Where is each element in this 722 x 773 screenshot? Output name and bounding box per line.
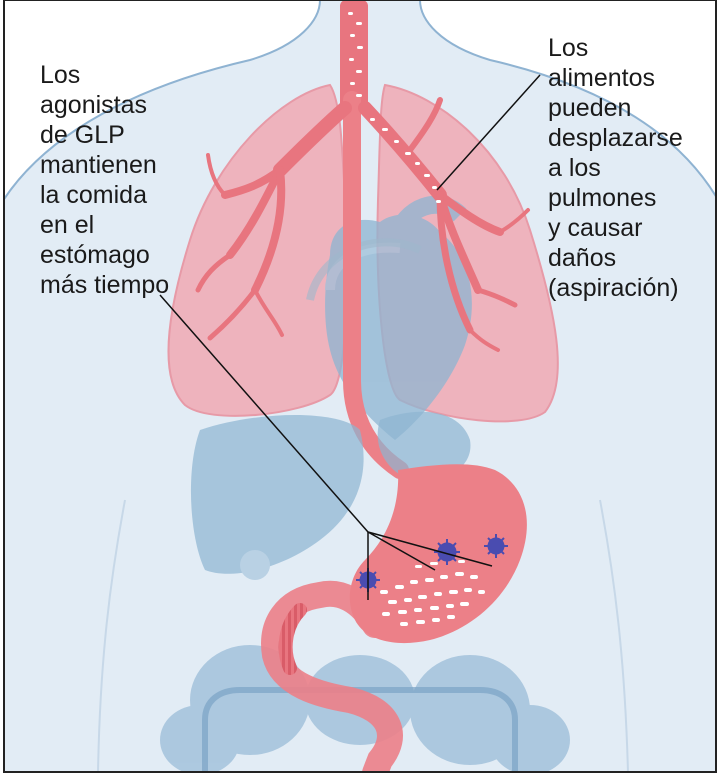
gallbladder bbox=[240, 550, 270, 580]
annotation-aspiration: Los alimentos pueden desplazarse a los p… bbox=[548, 33, 683, 303]
annotation-right-line-9: (aspiración) bbox=[548, 273, 683, 303]
annotation-left-line-4: mantienen bbox=[40, 150, 169, 180]
annotation-left-line-6: en el bbox=[40, 210, 169, 240]
annotation-right-line-5: a los bbox=[548, 153, 683, 183]
annotation-left-line-3: de GLP bbox=[40, 120, 169, 150]
annotation-left-line-5: la comida bbox=[40, 180, 169, 210]
annotation-right-line-2: alimentos bbox=[548, 63, 683, 93]
annotation-right-line-3: pueden bbox=[548, 93, 683, 123]
annotation-left-line-2: agonistas bbox=[40, 90, 169, 120]
annotation-left-line-1: Los bbox=[40, 60, 169, 90]
annotation-left-line-8: más tiempo bbox=[40, 270, 169, 300]
annotation-left-line-7: estómago bbox=[40, 240, 169, 270]
annotation-right-line-7: y causar bbox=[548, 213, 683, 243]
annotation-right-line-4: desplazarse bbox=[548, 123, 683, 153]
annotation-right-line-6: pulmones bbox=[548, 183, 683, 213]
annotation-glp-agonists: Los agonistas de GLP mantienen la comida… bbox=[40, 60, 169, 300]
annotation-right-line-8: daños bbox=[548, 243, 683, 273]
annotation-right-line-1: Los bbox=[548, 33, 683, 63]
